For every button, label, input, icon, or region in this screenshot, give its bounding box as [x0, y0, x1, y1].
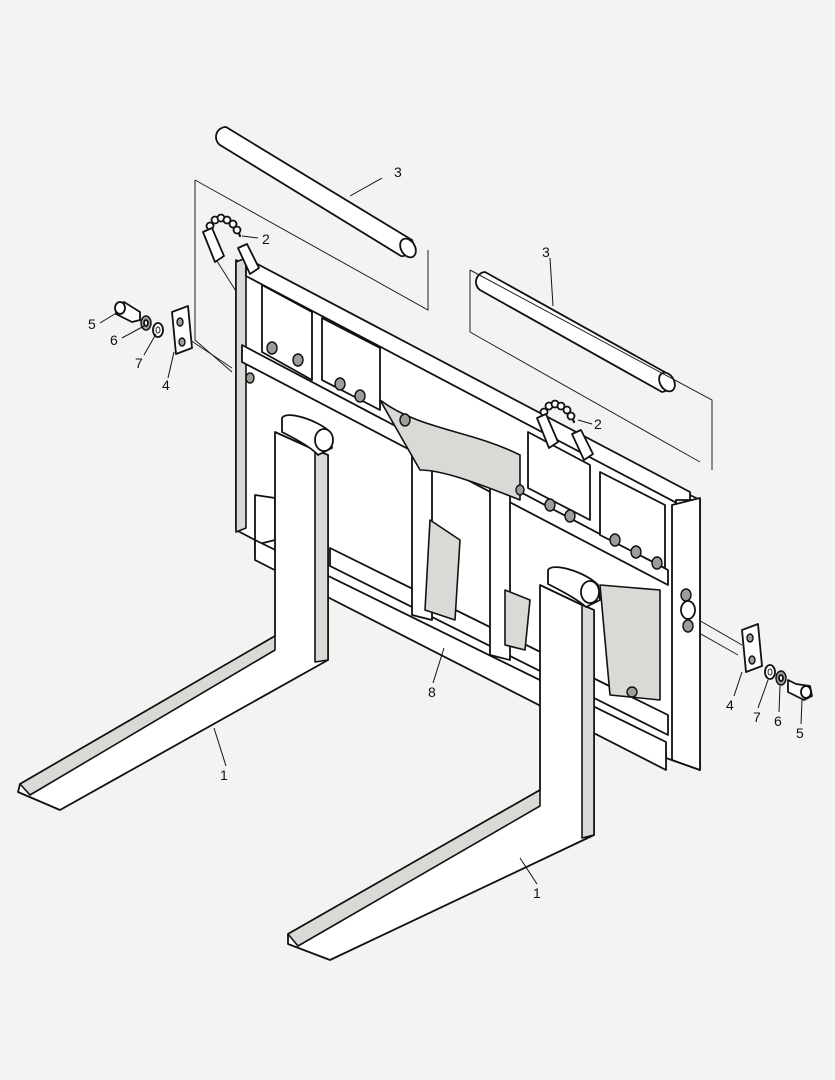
callout-nut-left: 7 [135, 355, 143, 371]
callout-nut-right: 7 [753, 709, 761, 725]
plate-left [171, 305, 193, 355]
washer-left [140, 315, 152, 331]
rod-left [215, 126, 417, 259]
callout-pin-left: 2 [262, 231, 270, 247]
nut-right [764, 664, 776, 680]
callout-labels: 3 2 3 2 5 6 7 4 8 1 1 4 7 6 5 [88, 164, 804, 901]
nut-left [152, 322, 164, 338]
pin-left [202, 213, 260, 275]
callout-bolt-right: 5 [796, 725, 804, 741]
callout-fork-right: 1 [533, 885, 541, 901]
fork-left [17, 414, 334, 811]
rod-right [475, 271, 676, 393]
callout-plate-right: 4 [726, 697, 734, 713]
callout-pin-right: 2 [594, 416, 602, 432]
callout-rod-left: 3 [394, 164, 402, 180]
leader-lines [99, 177, 803, 885]
callout-plate-left: 4 [162, 377, 170, 393]
plate-right [741, 623, 763, 673]
bolt-left [114, 301, 141, 323]
fork-right [287, 566, 601, 961]
bolt-right [787, 679, 813, 701]
callout-bolt-left: 5 [88, 316, 96, 332]
pin-right [536, 399, 594, 461]
callout-fork-left: 1 [220, 767, 228, 783]
washer-right [775, 670, 787, 686]
callout-rod-right: 3 [542, 244, 550, 260]
callout-washer-left: 6 [110, 332, 118, 348]
callout-frame: 8 [428, 684, 436, 700]
callout-washer-right: 6 [774, 713, 782, 729]
